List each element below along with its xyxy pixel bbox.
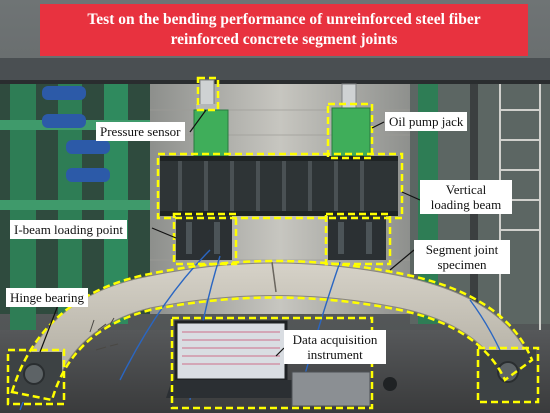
leader-lines [39,109,421,357]
label-segment-joint-specimen-line2: specimen [437,257,487,272]
title-line-2: reinforced concrete segment joints [170,31,398,48]
right-jack-shape [331,107,371,157]
label-vertical-loading-beam-line1: Vertical [445,182,487,197]
i-beam-loading-point-shapes [176,216,386,260]
label-data-acquisition-line1: Data acquisition [292,332,378,347]
label-segment-joint-specimen: Segment joint specimen [414,240,510,274]
top-frame-beam [0,58,550,80]
loading-beam-shape [160,156,398,216]
label-segment-joint-specimen-line1: Segment joint [425,242,499,257]
title-line-1: Test on the bending performance of unrei… [87,11,481,28]
annotation-outlines [6,76,540,410]
label-vertical-loading-beam-line2: loading beam [430,197,502,212]
label-pressure-sensor: Pressure sensor [96,122,185,141]
left-jack-shape [193,109,229,157]
label-data-acquisition-instrument: Data acquisition instrument [284,330,386,364]
pressure-sensor-shape [199,79,215,107]
label-data-acquisition-line2: instrument [307,347,363,362]
label-oil-pump-jack: Oil pump jack [385,112,468,131]
label-hinge-bearing: Hinge bearing [6,288,89,307]
label-vertical-loading-beam: Vertical loading beam [420,180,512,214]
figure-title-banner: Test on the bending performance of unrei… [40,4,528,56]
label-i-beam-loading-point: I-beam loading point [10,220,128,239]
